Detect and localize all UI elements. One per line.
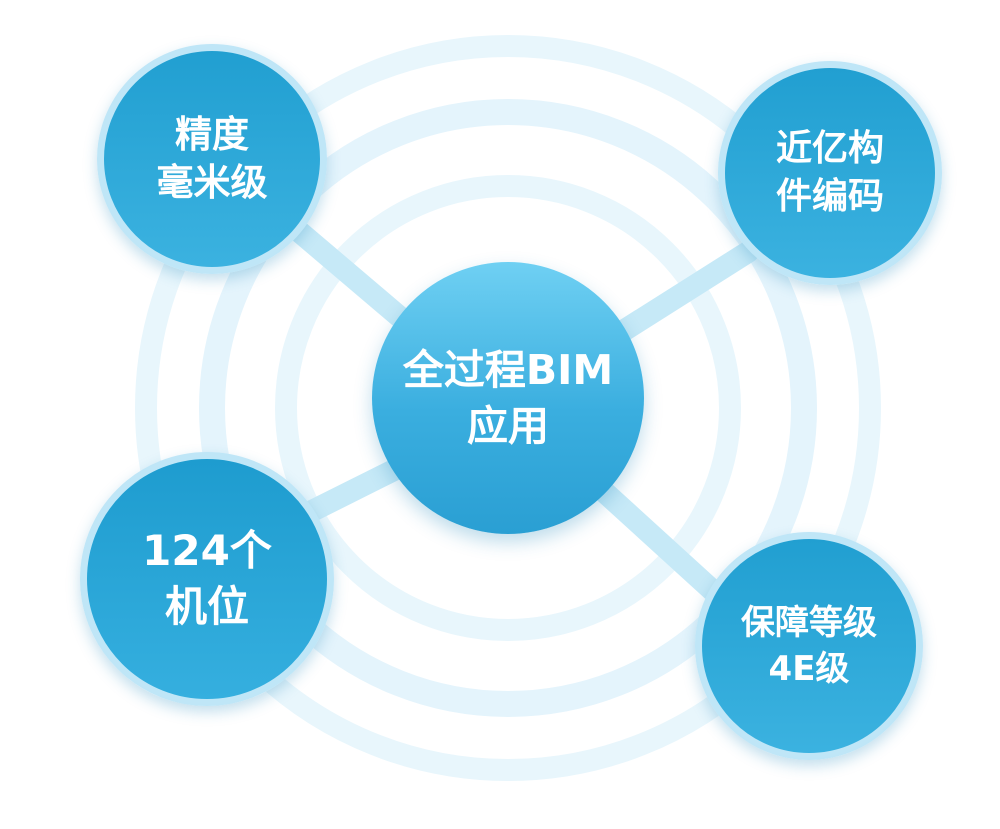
connector-top-right	[601, 241, 759, 349]
center-node: 全过程BIM 应用	[372, 262, 644, 534]
node-aircraft-stands-line1: 124个	[142, 526, 272, 575]
connectors	[284, 217, 759, 601]
node-precision-line2: 毫米级	[156, 161, 268, 204]
node-component-coding-line1: 近亿构	[775, 128, 884, 169]
node-precision: 精度 毫米级	[97, 44, 327, 274]
node-precision-line1: 精度	[175, 113, 249, 156]
node-security-level: 保障等级 4E级	[695, 532, 923, 760]
connector-bottom-right	[589, 477, 723, 601]
node-security-level-line2: 4E级	[768, 649, 850, 689]
connector-top-left	[284, 217, 426, 341]
center-label-line1: 全过程BIM	[402, 346, 614, 394]
ripple-ring-middle	[199, 99, 817, 717]
ripple-ring-inner	[275, 175, 741, 641]
node-aircraft-stands: 124个 机位	[80, 452, 334, 706]
node-aircraft-stands-line2: 机位	[164, 582, 249, 631]
node-component-coding: 近亿构 件编码	[718, 61, 942, 285]
node-security-level-line1: 保障等级	[741, 603, 877, 643]
ripple-rings	[135, 35, 881, 781]
node-component-coding-line2: 件编码	[775, 176, 884, 217]
center-label-line2: 应用	[467, 402, 549, 450]
ripple-ring-outer	[135, 35, 881, 781]
